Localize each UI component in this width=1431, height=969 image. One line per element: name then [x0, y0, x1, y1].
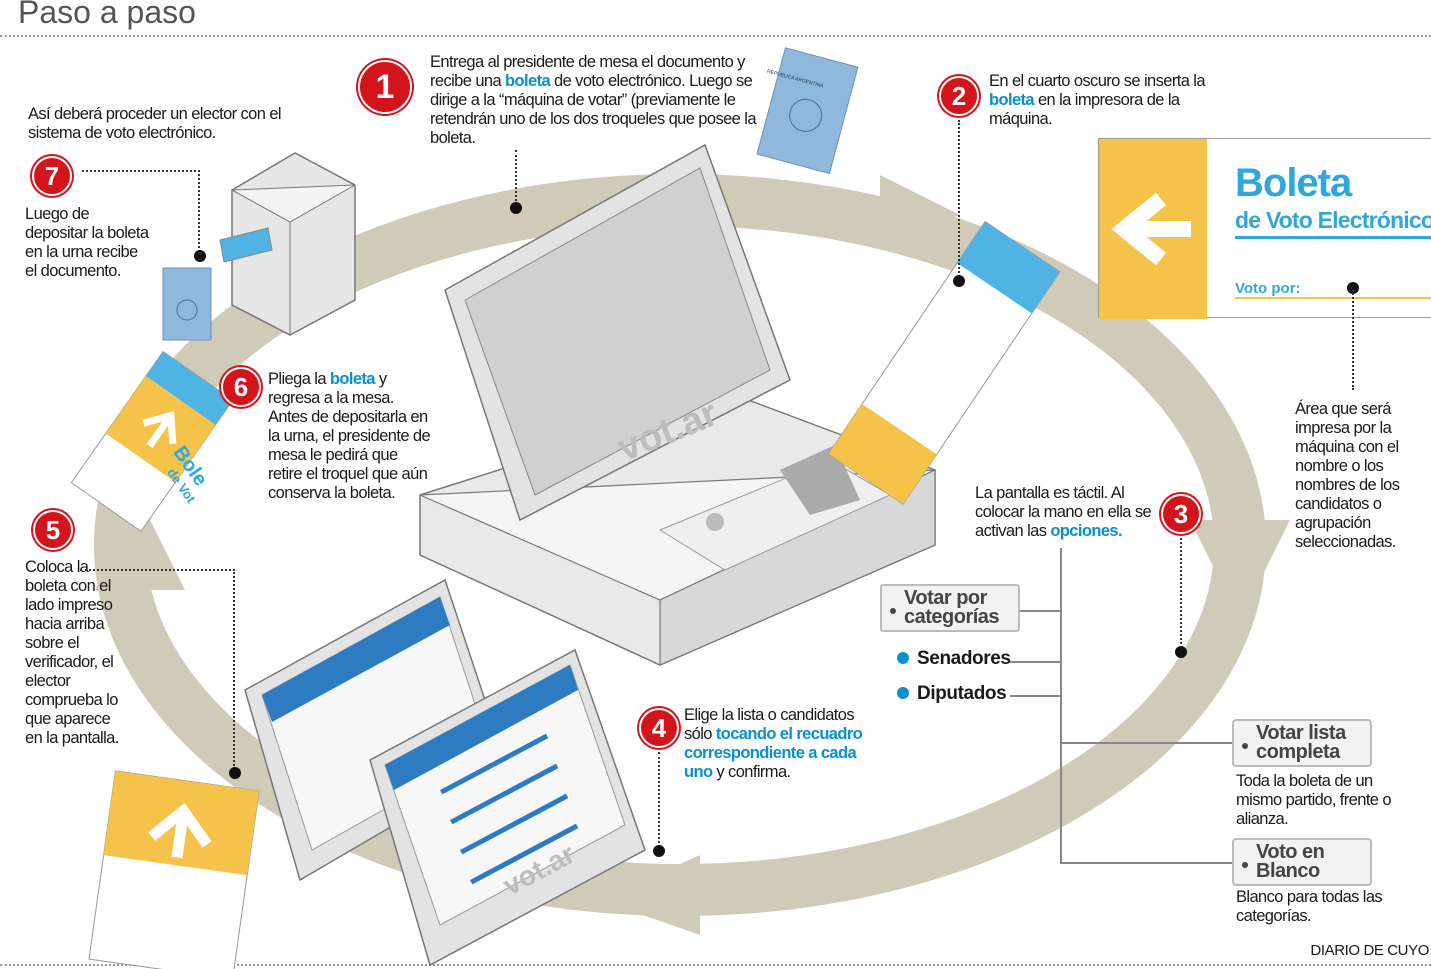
- print-area-note: Área que será impresa por la máquina con…: [1295, 400, 1400, 551]
- step-text: En el cuarto oscuro se inserta la: [989, 72, 1206, 90]
- step-5-badge: 5: [33, 510, 73, 550]
- ballot-subtitle: de Voto Electrónico: [1235, 207, 1431, 239]
- step-text: de voto electrónico. Luego se dirige a l…: [430, 72, 756, 147]
- vote-by-category-button[interactable]: Votar por categorías: [880, 584, 1020, 632]
- step-5-text: Coloca la boleta con el lado impreso hac…: [25, 558, 119, 747]
- category-senadores[interactable]: Senadores: [897, 648, 1011, 670]
- step-6-text: Pliega la boleta y regresa a la mesa. An…: [268, 370, 433, 503]
- step-2-badge: 2: [939, 76, 979, 116]
- options-bracket: [1060, 548, 1230, 863]
- step-highlight: boleta: [329, 370, 376, 388]
- connector: [1060, 742, 1232, 744]
- arrow-left-icon: [1111, 192, 1191, 266]
- step-1-marker: [510, 202, 522, 214]
- ballot-vote-for: Voto por:: [1235, 280, 1431, 299]
- footer-divider: [0, 964, 1431, 966]
- connector: [1060, 862, 1232, 864]
- step-highlight: opciones.: [1050, 522, 1122, 540]
- step-3-badge: 3: [1161, 494, 1201, 534]
- step-7-marker: [194, 250, 206, 262]
- step-4-badge: 4: [639, 708, 679, 748]
- step-highlight: boleta: [989, 91, 1035, 109]
- step-2-leader: [958, 120, 960, 280]
- step-5-leader: [80, 569, 235, 769]
- step-text: Entrega al presidente de mesa el documen…: [430, 53, 745, 90]
- step-highlight: boleta: [505, 72, 551, 90]
- step-highlight: tocando el recuadro correspondiente a ca…: [684, 725, 863, 781]
- header-divider: [0, 35, 1431, 37]
- step-1-leader: [515, 150, 517, 205]
- page-title: Paso a paso: [18, 0, 196, 30]
- step-7-leader: [82, 170, 200, 252]
- intro-text: Así deberá proceder un elector con el si…: [28, 105, 282, 142]
- credit: DIARIO DE CUYO: [1310, 942, 1429, 959]
- step-7-text: Luego de depositar la boleta en la urna …: [25, 205, 149, 280]
- connector: [1020, 610, 1060, 612]
- blank-vote-button[interactable]: Voto en Blanco: [1232, 838, 1372, 886]
- full-list-description: Toda la boleta de un mismo partido, fren…: [1236, 772, 1392, 828]
- connector: [1010, 661, 1060, 663]
- step-3-marker: [1175, 646, 1187, 658]
- arrowhead-left: [95, 500, 185, 590]
- step-6-badge: 6: [221, 367, 261, 407]
- category-diputados[interactable]: Diputados: [897, 683, 1007, 705]
- arrowhead-top: [880, 175, 960, 245]
- step-4-leader: [658, 752, 660, 847]
- step-text: y regresa a la mesa. Antes de depositarl…: [268, 370, 431, 502]
- step-3-text: La pantalla es táctil. Al colocar la man…: [975, 484, 1160, 541]
- ballot-detail: Boleta de Voto Electrónico Voto por:: [1098, 138, 1431, 319]
- step-1-badge: 1: [358, 60, 412, 114]
- step-5-marker: [229, 767, 241, 779]
- step-4-marker: [653, 845, 665, 857]
- ballot-yellow-stub: [1099, 139, 1207, 319]
- step-1-text: Entrega al presidente de mesa el documen…: [430, 53, 770, 148]
- step-text: Pliega la: [268, 370, 330, 388]
- arrowhead-bottom: [600, 855, 700, 935]
- step-text: Elige la lista o candidatos sólo: [684, 706, 855, 743]
- blank-vote-description: Blanco para todas las categorías.: [1236, 888, 1383, 925]
- print-area-leader: [1352, 290, 1354, 390]
- arrowhead-right: [1190, 520, 1290, 620]
- step-text: en la impresora de la máquina.: [989, 91, 1180, 128]
- ballot-title: Boleta: [1235, 161, 1352, 205]
- step-7-badge: 7: [32, 156, 72, 196]
- step-text: La pantalla es táctil. Al colocar la man…: [975, 484, 1152, 540]
- print-area-marker: [1347, 282, 1359, 294]
- step-2-text: En el cuarto oscuro se inserta la boleta…: [989, 72, 1229, 129]
- step-4-text: Elige la lista o candidatos sólo tocando…: [684, 706, 874, 782]
- step-2-marker: [953, 275, 965, 287]
- step-3-leader: [1180, 538, 1182, 648]
- vote-full-list-button[interactable]: Votar lista completa: [1232, 719, 1372, 767]
- connector: [1010, 695, 1060, 697]
- step-text: y confirma.: [712, 763, 791, 781]
